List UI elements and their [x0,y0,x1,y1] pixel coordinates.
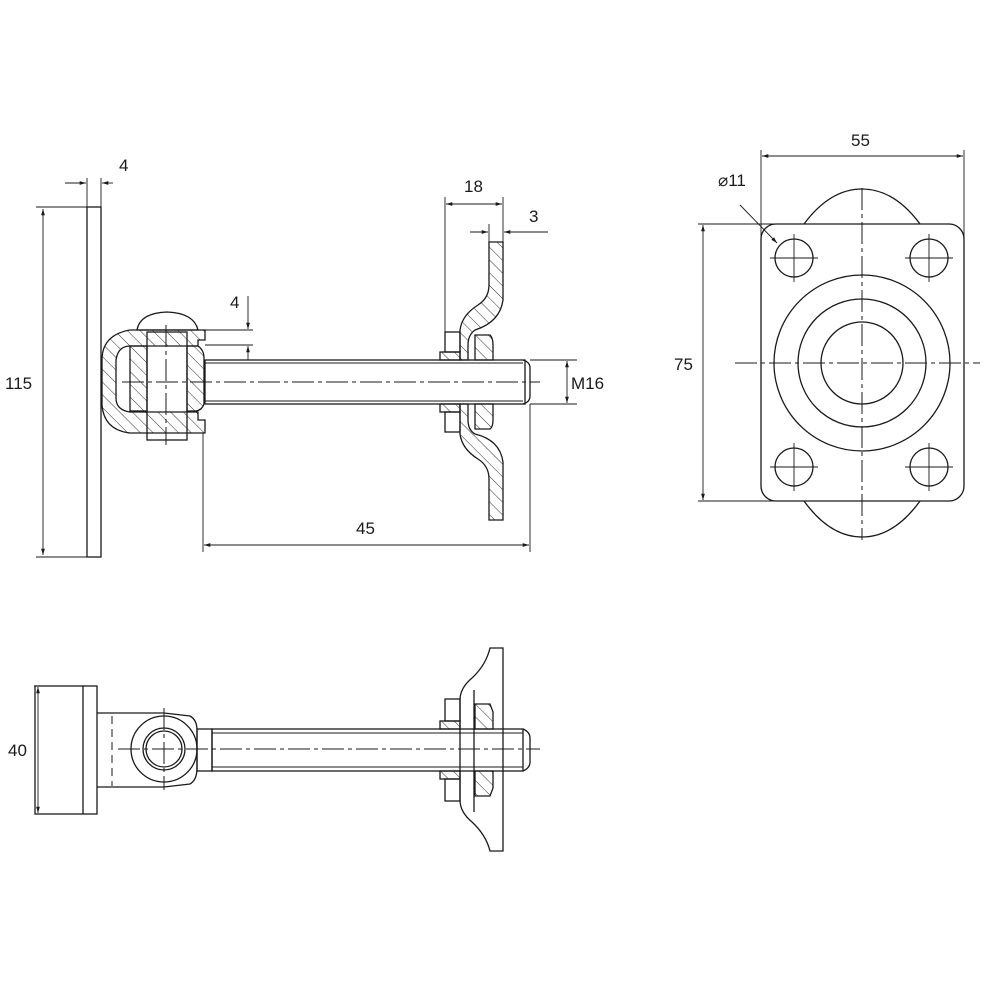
bushing-right [186,345,205,412]
dimension-thread: M16 [530,359,604,405]
front-section-view: 115 4 [5,156,604,558]
dimension-flange-depth: 18 [444,177,504,332]
hinge-eye [101,311,206,445]
dimension-label: ⌀11 [718,171,746,190]
dimension-label: 75 [674,355,693,374]
dimension-label: 18 [464,177,483,196]
nut-top [474,334,494,361]
washer-top [439,351,461,361]
dimension-mount-width: 55 [760,131,965,250]
threaded-rod [211,728,524,772]
mounting-flange-section [439,241,504,521]
pin-cap [136,311,199,331]
dimension-label: 55 [851,131,870,150]
dimension-label: 45 [356,519,375,538]
mounting-flange-top [439,647,504,852]
dimension-base-width: 40 [8,685,40,813]
dimension-label: 3 [529,207,538,226]
dimension-wall-plate-thickness: 4 [65,156,128,207]
dimension-cap-offset: 4 [205,293,253,360]
top-view: 40 [8,647,540,852]
dimension-mount-height: 75 [674,223,775,502]
dimension-label: M16 [571,374,604,393]
wall-plate [34,685,98,815]
bushing-left [129,345,148,412]
washer-bottom [439,403,461,413]
dimension-label: 4 [119,156,128,175]
wall-plate [86,206,102,558]
dimension-flange-thickness: 3 [470,207,548,242]
dimension-label: 40 [8,741,27,760]
threaded-rod [122,359,540,405]
dimension-rod-length: 45 [202,404,531,552]
dimension-hole-diameter: ⌀11 [718,171,778,244]
dimension-label: 4 [230,293,239,312]
eye-block [97,712,164,788]
mounting-holes [770,234,953,491]
hinge-pin [146,331,188,441]
flange-end-view: 55 75 ⌀11 [674,131,980,540]
dimension-wall-plate-height: 115 [5,206,87,558]
nut-bottom [474,403,494,430]
dimension-label: 115 [5,374,32,393]
